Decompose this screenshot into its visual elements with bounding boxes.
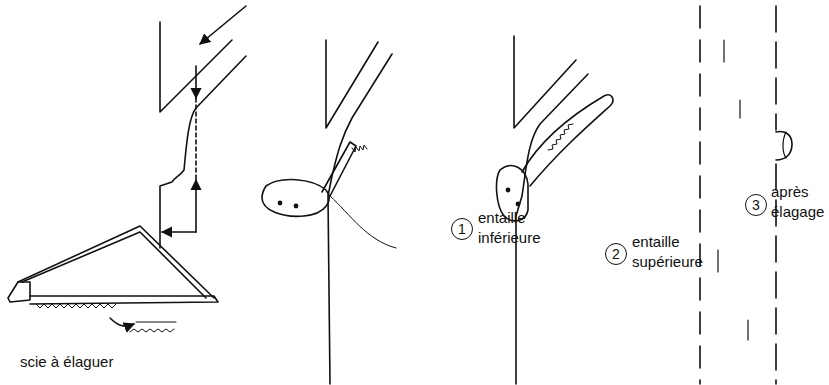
step-caption: après élagage <box>771 182 825 223</box>
callout-number: 1 <box>458 222 466 236</box>
callout-number: 2 <box>612 247 620 261</box>
callout-circle: 2 <box>605 243 627 265</box>
lower-cut-figure <box>262 40 396 384</box>
callout-circle: 1 <box>451 218 473 240</box>
callout-circle: 3 <box>745 194 767 216</box>
step-caption: entaille inférieure <box>478 208 568 249</box>
callout-number: 3 <box>752 198 760 212</box>
tool-name: scie à élaguer <box>20 352 160 372</box>
pruning-saw <box>8 226 218 332</box>
step-caption: entaille supérieure <box>632 232 724 273</box>
cut-diagram <box>160 6 246 248</box>
